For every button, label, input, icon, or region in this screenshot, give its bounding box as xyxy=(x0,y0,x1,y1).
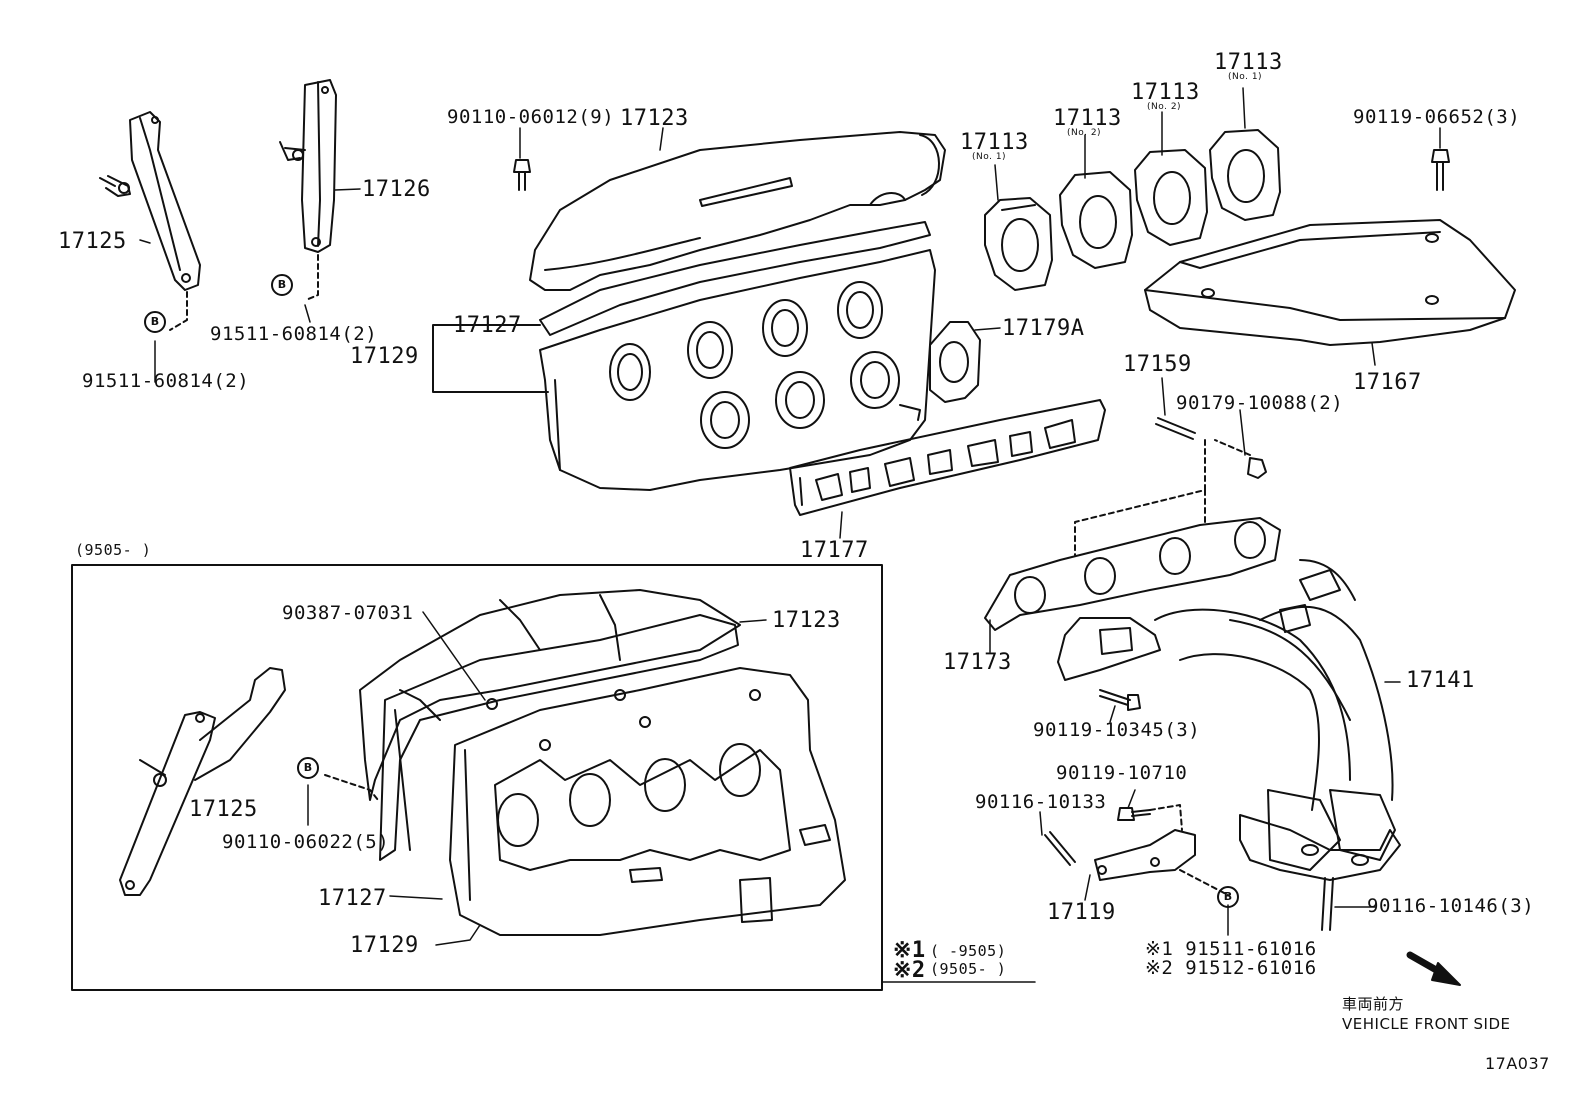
gasket-17127-top[interactable] xyxy=(539,221,931,336)
stud-17159[interactable] xyxy=(1155,417,1196,440)
label-90387-07031: 90387-07031 xyxy=(282,602,414,624)
label-17127-top: 17127 xyxy=(453,313,522,338)
label-17129-top: 17129 xyxy=(350,344,419,369)
bolt-b-box-icon: B xyxy=(297,757,319,779)
note-17113-b: (No. 2) xyxy=(1067,128,1102,138)
dashed-lead-17159 xyxy=(1074,439,1251,556)
diagram-code: 17A037 xyxy=(1485,1054,1550,1073)
label-17123-top: 17123 xyxy=(620,106,689,131)
inset-box xyxy=(71,564,883,991)
note1-mark: ※1 xyxy=(893,938,926,963)
label-17125-box: 17125 xyxy=(189,797,258,822)
dashed-lead-17125 xyxy=(169,291,188,331)
note-17113-a: (No. 1) xyxy=(972,152,1007,162)
label-91511-60814-left: 91511-60814(2) xyxy=(82,370,250,392)
label-17126: 17126 xyxy=(362,177,431,202)
bolt-b-left-icon: B xyxy=(144,311,166,333)
label-17113-b: 17113 xyxy=(1053,106,1122,131)
label-90119-10345: 90119-10345(3) xyxy=(1033,719,1201,741)
gasket-17127-box[interactable] xyxy=(379,614,739,861)
label-17129-box: 17129 xyxy=(350,933,419,958)
front-side-en: VEHICLE FRONT SIDE xyxy=(1342,1015,1511,1033)
label-17173: 17173 xyxy=(943,650,1012,675)
label-90116-10133: 90116-10133 xyxy=(975,791,1107,813)
nut-90179-10088[interactable] xyxy=(1247,457,1267,479)
dashed-lead-90110-06022 xyxy=(324,774,379,801)
label-17177: 17177 xyxy=(800,538,869,563)
gasket-17113-a[interactable] xyxy=(984,197,1053,291)
label-17179A: 17179A xyxy=(1002,316,1085,341)
leader-lines xyxy=(139,87,1441,983)
stay-17126[interactable] xyxy=(279,79,337,253)
label-91511-60814-mid: 91511-60814(2) xyxy=(210,323,378,345)
label-17141: 17141 xyxy=(1406,668,1475,693)
note-17113-d: (No. 1) xyxy=(1228,72,1263,82)
label-91512-61016: ※2 91512-61016 xyxy=(1145,957,1317,979)
note-17113-c: (No. 2) xyxy=(1147,102,1182,112)
label-17119: 17119 xyxy=(1047,900,1116,925)
dashed-lead-17119 xyxy=(1149,804,1229,896)
label-17113-d: 17113 xyxy=(1214,50,1283,75)
label-17167: 17167 xyxy=(1353,370,1422,395)
insulator-17129-box[interactable] xyxy=(449,667,846,936)
vehicle-front-arrow-icon xyxy=(1406,951,1461,986)
label-90110-06022: 90110-06022(5) xyxy=(222,831,390,853)
gasket-17177[interactable] xyxy=(789,399,1106,516)
inset-date-range: (9505- ) xyxy=(75,541,152,559)
bolt-90119-06652[interactable] xyxy=(1431,149,1450,191)
label-91511-61016: ※1 91511-61016 xyxy=(1145,938,1317,960)
insulator-17129-top[interactable] xyxy=(539,249,936,491)
stud-90116-10133[interactable] xyxy=(1044,831,1076,866)
gasket-17173[interactable] xyxy=(984,517,1281,631)
bracket-17127-17129 xyxy=(432,324,549,393)
label-90179-10088: 90179-10088(2) xyxy=(1176,392,1344,414)
gasket-17113-c[interactable] xyxy=(1134,149,1208,246)
insulator-17167[interactable] xyxy=(1144,219,1516,346)
stay-17125[interactable] xyxy=(99,111,201,291)
front-side-jp: 車両前方 xyxy=(1342,995,1405,1013)
bolt-90119-10345[interactable] xyxy=(1099,689,1141,711)
note2-text: (9505- ) xyxy=(930,960,1007,978)
bolt-b-mid-icon: B xyxy=(271,274,293,296)
bolt-b-right-icon: B xyxy=(1217,886,1239,908)
gasket-17113-d[interactable] xyxy=(1209,129,1281,221)
label-90119-06652: 90119-06652(3) xyxy=(1353,106,1521,128)
label-17159: 17159 xyxy=(1123,352,1192,377)
stay-17119[interactable] xyxy=(1094,829,1196,881)
gasket-17113-b[interactable] xyxy=(1059,171,1133,269)
note2-mark: ※2 xyxy=(893,958,926,983)
insulator-17123-box[interactable] xyxy=(359,589,741,801)
label-90110-06012: 90110-06012(9) xyxy=(447,106,615,128)
dashed-lead-17126 xyxy=(305,254,319,301)
label-90119-10710: 90119-10710 xyxy=(1056,762,1188,784)
label-17113-a: 17113 xyxy=(960,130,1029,155)
stay-17125-box[interactable] xyxy=(119,667,286,896)
insulator-17123-top[interactable] xyxy=(529,131,946,291)
label-17113-c: 17113 xyxy=(1131,80,1200,105)
bolt-90110-06012[interactable] xyxy=(513,159,531,191)
label-17125-top: 17125 xyxy=(58,229,127,254)
label-17123-box: 17123 xyxy=(772,608,841,633)
gasket-17179A[interactable] xyxy=(929,321,981,403)
bolt-90119-10710[interactable] xyxy=(1117,807,1151,821)
label-90116-10146: 90116-10146(3) xyxy=(1367,895,1535,917)
exhaust-manifold-17141[interactable] xyxy=(1057,559,1401,881)
stud-90116-10146[interactable] xyxy=(1321,877,1334,931)
label-17127-box: 17127 xyxy=(318,886,387,911)
note1-text: ( -9505) xyxy=(930,942,1007,960)
